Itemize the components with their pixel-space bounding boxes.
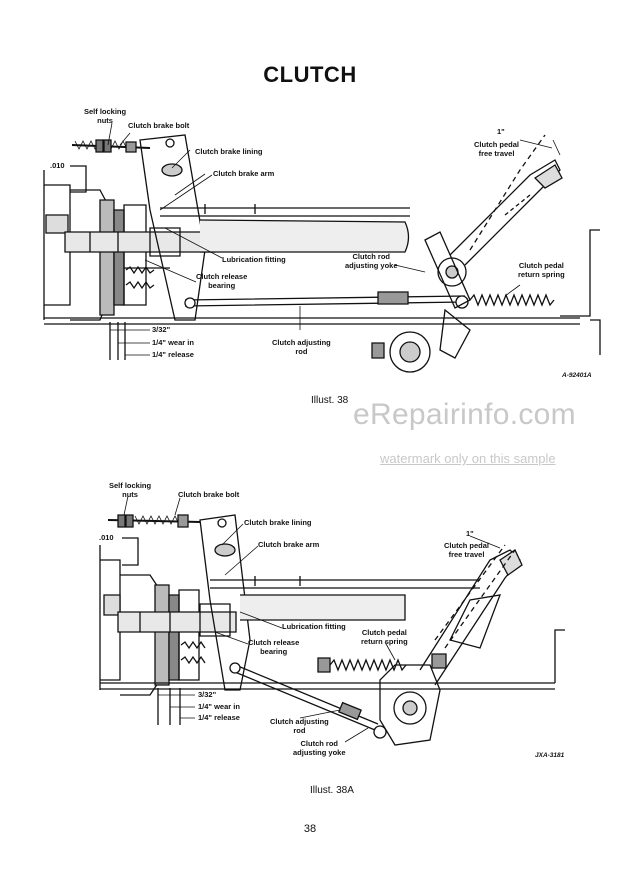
fig1-label-lubrication-fitting: Lubrication fitting xyxy=(222,255,286,264)
fig1-label-dim-3-32: 3/32" xyxy=(152,325,171,334)
fig2-label-clutch-release-bearing: Clutch release bearing xyxy=(248,638,300,656)
fig1-label-clutch-rod-adjusting-yoke: Clutch rod adjusting yoke xyxy=(345,252,398,270)
fig2-label-clutch-pedal-free-travel: Clutch pedal free travel xyxy=(444,541,490,559)
fig2-label-clutch-brake-bolt: Clutch brake bolt xyxy=(178,490,240,499)
fig1-label-clutch-brake-bolt: Clutch brake bolt xyxy=(128,121,190,130)
fig1-caption: Illust. 38 xyxy=(311,395,349,406)
fig2-label-clutch-rod-adjusting-yoke: Clutch rod adjusting yoke xyxy=(293,739,346,757)
fig1-label-self-locking-nuts: Self locking nuts xyxy=(84,107,127,125)
fig2-label-lubrication-fitting: Lubrication fitting xyxy=(282,622,346,631)
fig1-label-clearance: .010 xyxy=(50,161,65,170)
fig2-label-clutch-adjusting-rod: Clutch adjusting rod xyxy=(270,717,329,735)
fig1-label-dim-wear-in: 1/4" wear in xyxy=(152,338,194,347)
fig1-label-clutch-brake-arm: Clutch brake arm xyxy=(213,169,275,178)
fig2-label-clutch-brake-arm: Clutch brake arm xyxy=(258,540,320,549)
fig2-caption: Illust. 38A xyxy=(310,785,354,796)
watermark-note: watermark only on this sample xyxy=(380,451,556,466)
fig1-label-clutch-pedal-return-spring: Clutch pedal return spring xyxy=(518,261,565,279)
fig2-label-clutch-pedal-return-spring: Clutch pedal return spring xyxy=(361,628,408,646)
watermark-site: eRepairinfo.com xyxy=(353,398,576,431)
fig2-label-dim-3-32: 3/32" xyxy=(198,690,217,699)
fig2-label-pedal-free-travel-value: 1" xyxy=(466,529,474,538)
fig1-label-clutch-brake-lining: Clutch brake lining xyxy=(195,147,263,156)
fig2-label-dim-release: 1/4" release xyxy=(198,713,240,722)
fig2-label-clutch-brake-lining: Clutch brake lining xyxy=(244,518,312,527)
page-title: CLUTCH xyxy=(263,62,357,87)
page-number: 38 xyxy=(303,823,317,835)
fig1-label-clutch-adjusting-rod: Clutch adjusting rod xyxy=(272,338,331,356)
fig2-label-self-locking-nuts: Self locking nuts xyxy=(109,481,152,499)
fig1-label-dim-release: 1/4" release xyxy=(152,350,194,359)
fig2-label-dim-wear-in: 1/4" wear in xyxy=(198,702,240,711)
fig2-drawing-code: JXA-3181 xyxy=(535,752,565,759)
fig1-label-clutch-release-bearing: Clutch release bearing xyxy=(196,272,248,290)
fig1-label-pedal-free-travel-value: 1" xyxy=(497,127,505,136)
fig1-drawing-code: A-92401A xyxy=(562,372,592,379)
fig1-label-clutch-pedal-free-travel: Clutch pedal free travel xyxy=(474,140,520,158)
fig2-label-clearance: .010 xyxy=(99,533,114,542)
